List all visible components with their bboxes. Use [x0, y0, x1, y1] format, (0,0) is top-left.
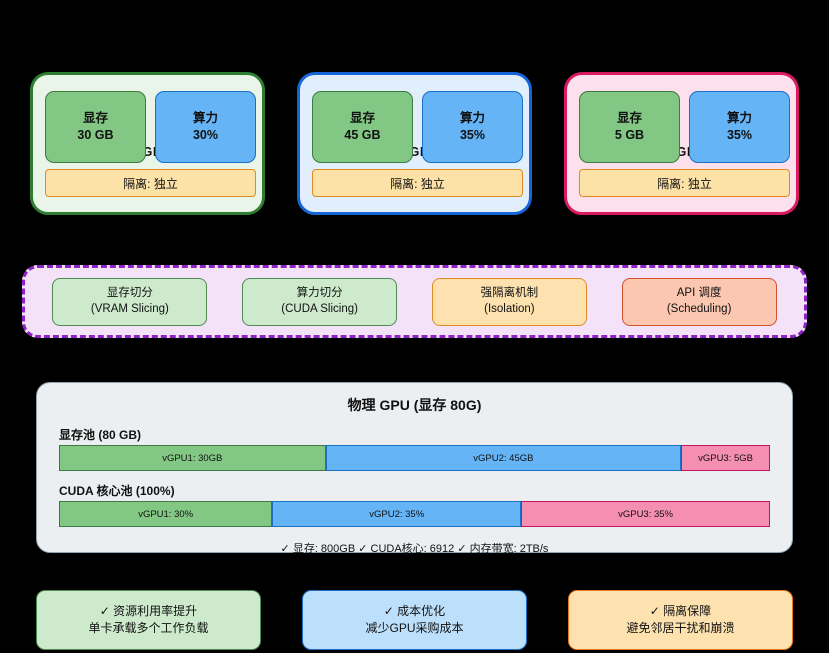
vgpu-card-2[interactable]: 虚拟 GPU 2 显存 45 GB 算力 35% 隔离: 独立: [297, 72, 532, 215]
benefit-cost-line1: ✓ 成本优化: [383, 603, 446, 618]
vgpu-card-2-cuda-label: 算力: [459, 111, 485, 126]
cuda-pool-label: CUDA 核心池 (100%): [59, 484, 175, 498]
vgpu-card-1-isolation-bar: 隔离: 独立: [45, 169, 256, 197]
vgpu-card-2-cuda-box: 算力 35%: [422, 91, 523, 163]
vgpu-card-1[interactable]: 虚拟 GPU 1 显存 30 GB 算力 30% 隔离: 独立: [30, 72, 265, 215]
virtualization-mechanism-band: 显存切分 (VRAM Slicing) 算力切分 (CUDA Slicing) …: [22, 265, 807, 338]
benefit-row: ✓ 资源利用率提升 单卡承载多个工作负载 ✓ 成本优化 减少GPU采购成本 ✓ …: [0, 590, 829, 652]
mechanism-isolation[interactable]: 强隔离机制 (Isolation): [431, 277, 587, 326]
vgpu-card-1-vram-label: 显存: [82, 111, 108, 126]
vgpu-card-3-vram-value: 5 GB: [614, 128, 645, 142]
benefit-cost[interactable]: ✓ 成本优化 减少GPU采购成本: [302, 590, 527, 650]
cuda-pool-bar: vGPU1: 30%vGPU2: 35%vGPU3: 35%: [59, 501, 770, 527]
cuda-pool-segment-1: vGPU1: 30%: [59, 501, 273, 527]
physical-gpu-title: 物理 GPU (显存 80G): [347, 397, 482, 413]
benefit-cost-line2: 减少GPU采购成本: [365, 621, 464, 635]
vgpu-card-3-vram-box: 显存 5 GB: [579, 91, 680, 163]
cuda-pool-segment-3: vGPU3: 35%: [521, 501, 770, 527]
vgpu-card-3-isolation-bar: 隔离: 独立: [579, 169, 790, 197]
mechanism-vram-slicing-cn: 显存切分: [106, 286, 153, 299]
benefit-isolation-line1: ✓ 隔离保障: [649, 603, 712, 618]
vgpu-card-1-vram-value: 30 GB: [77, 128, 114, 142]
vgpu-card-3-cuda-value: 35%: [726, 128, 753, 142]
vgpu-card-3-vram-label: 显存: [616, 111, 642, 126]
mechanism-scheduling-cn: API 调度: [676, 286, 722, 299]
vgpu-card-1-vram-box: 显存 30 GB: [45, 91, 146, 163]
vgpu-card-3-cuda-label: 算力: [726, 111, 752, 126]
vgpu-card-row: 虚拟 GPU 1 显存 30 GB 算力 30% 隔离: 独立 虚拟 GPU 2…: [0, 72, 829, 220]
vgpu-card-3-cuda-box: 算力 35%: [689, 91, 790, 163]
vgpu-card-3[interactable]: 虚拟 GPU 3 显存 5 GB 算力 35% 隔离: 独立: [564, 72, 799, 215]
vgpu-card-1-cuda-label: 算力: [192, 111, 218, 126]
vgpu-card-2-isolation-bar: 隔离: 独立: [312, 169, 523, 197]
mechanism-cuda-slicing[interactable]: 算力切分 (CUDA Slicing): [242, 277, 398, 326]
physical-gpu-specs: ✓ 显存: 800GB ✓ CUDA核心: 6912 ✓ 内存带宽: 2TB/s: [280, 543, 549, 555]
mechanism-vram-slicing-en: (VRAM Slicing): [90, 302, 169, 315]
vram-pool-segment-3: vGPU3: 5GB: [681, 445, 770, 471]
mechanism-isolation-cn: 强隔离机制: [480, 286, 539, 299]
benefit-isolation-line2: 避免邻居干扰和崩溃: [626, 621, 735, 635]
mechanism-cuda-slicing-en: (CUDA Slicing): [281, 302, 358, 315]
vram-pool-segment-1: vGPU1: 30GB: [59, 445, 326, 471]
vgpu-card-2-vram-label: 显存: [349, 111, 375, 126]
mechanism-isolation-en: (Isolation): [484, 302, 535, 315]
vram-pool-label: 显存池 (80 GB): [59, 428, 142, 442]
benefit-utilization-line2: 单卡承载多个工作负载: [88, 621, 209, 635]
mechanism-cuda-slicing-cn: 算力切分: [296, 286, 343, 299]
vgpu-card-1-cuda-box: 算力 30%: [155, 91, 256, 163]
mechanism-scheduling[interactable]: API 调度 (Scheduling): [621, 277, 777, 326]
vgpu-card-1-cuda-value: 30%: [192, 128, 219, 142]
benefit-isolation[interactable]: ✓ 隔离保障 避免邻居干扰和崩溃: [568, 590, 793, 650]
benefit-utilization-line1: ✓ 资源利用率提升: [99, 603, 198, 618]
vgpu-card-2-cuda-value: 35%: [459, 128, 486, 142]
benefit-utilization[interactable]: ✓ 资源利用率提升 单卡承载多个工作负载: [36, 590, 261, 650]
cuda-pool-segment-2: vGPU2: 35%: [272, 501, 522, 527]
vgpu-card-2-resources: 显存 45 GB 算力 35%: [312, 91, 523, 163]
mechanism-scheduling-en: (Scheduling): [666, 302, 732, 315]
vgpu-card-2-vram-value: 45 GB: [344, 128, 381, 142]
mechanism-vram-slicing[interactable]: 显存切分 (VRAM Slicing): [52, 277, 208, 326]
vgpu-card-1-resources: 显存 30 GB 算力 30%: [45, 91, 256, 163]
vram-pool-segment-2: vGPU2: 45GB: [325, 445, 682, 471]
vgpu-card-3-resources: 显存 5 GB 算力 35%: [579, 91, 790, 163]
vgpu-card-2-vram-box: 显存 45 GB: [312, 91, 413, 163]
